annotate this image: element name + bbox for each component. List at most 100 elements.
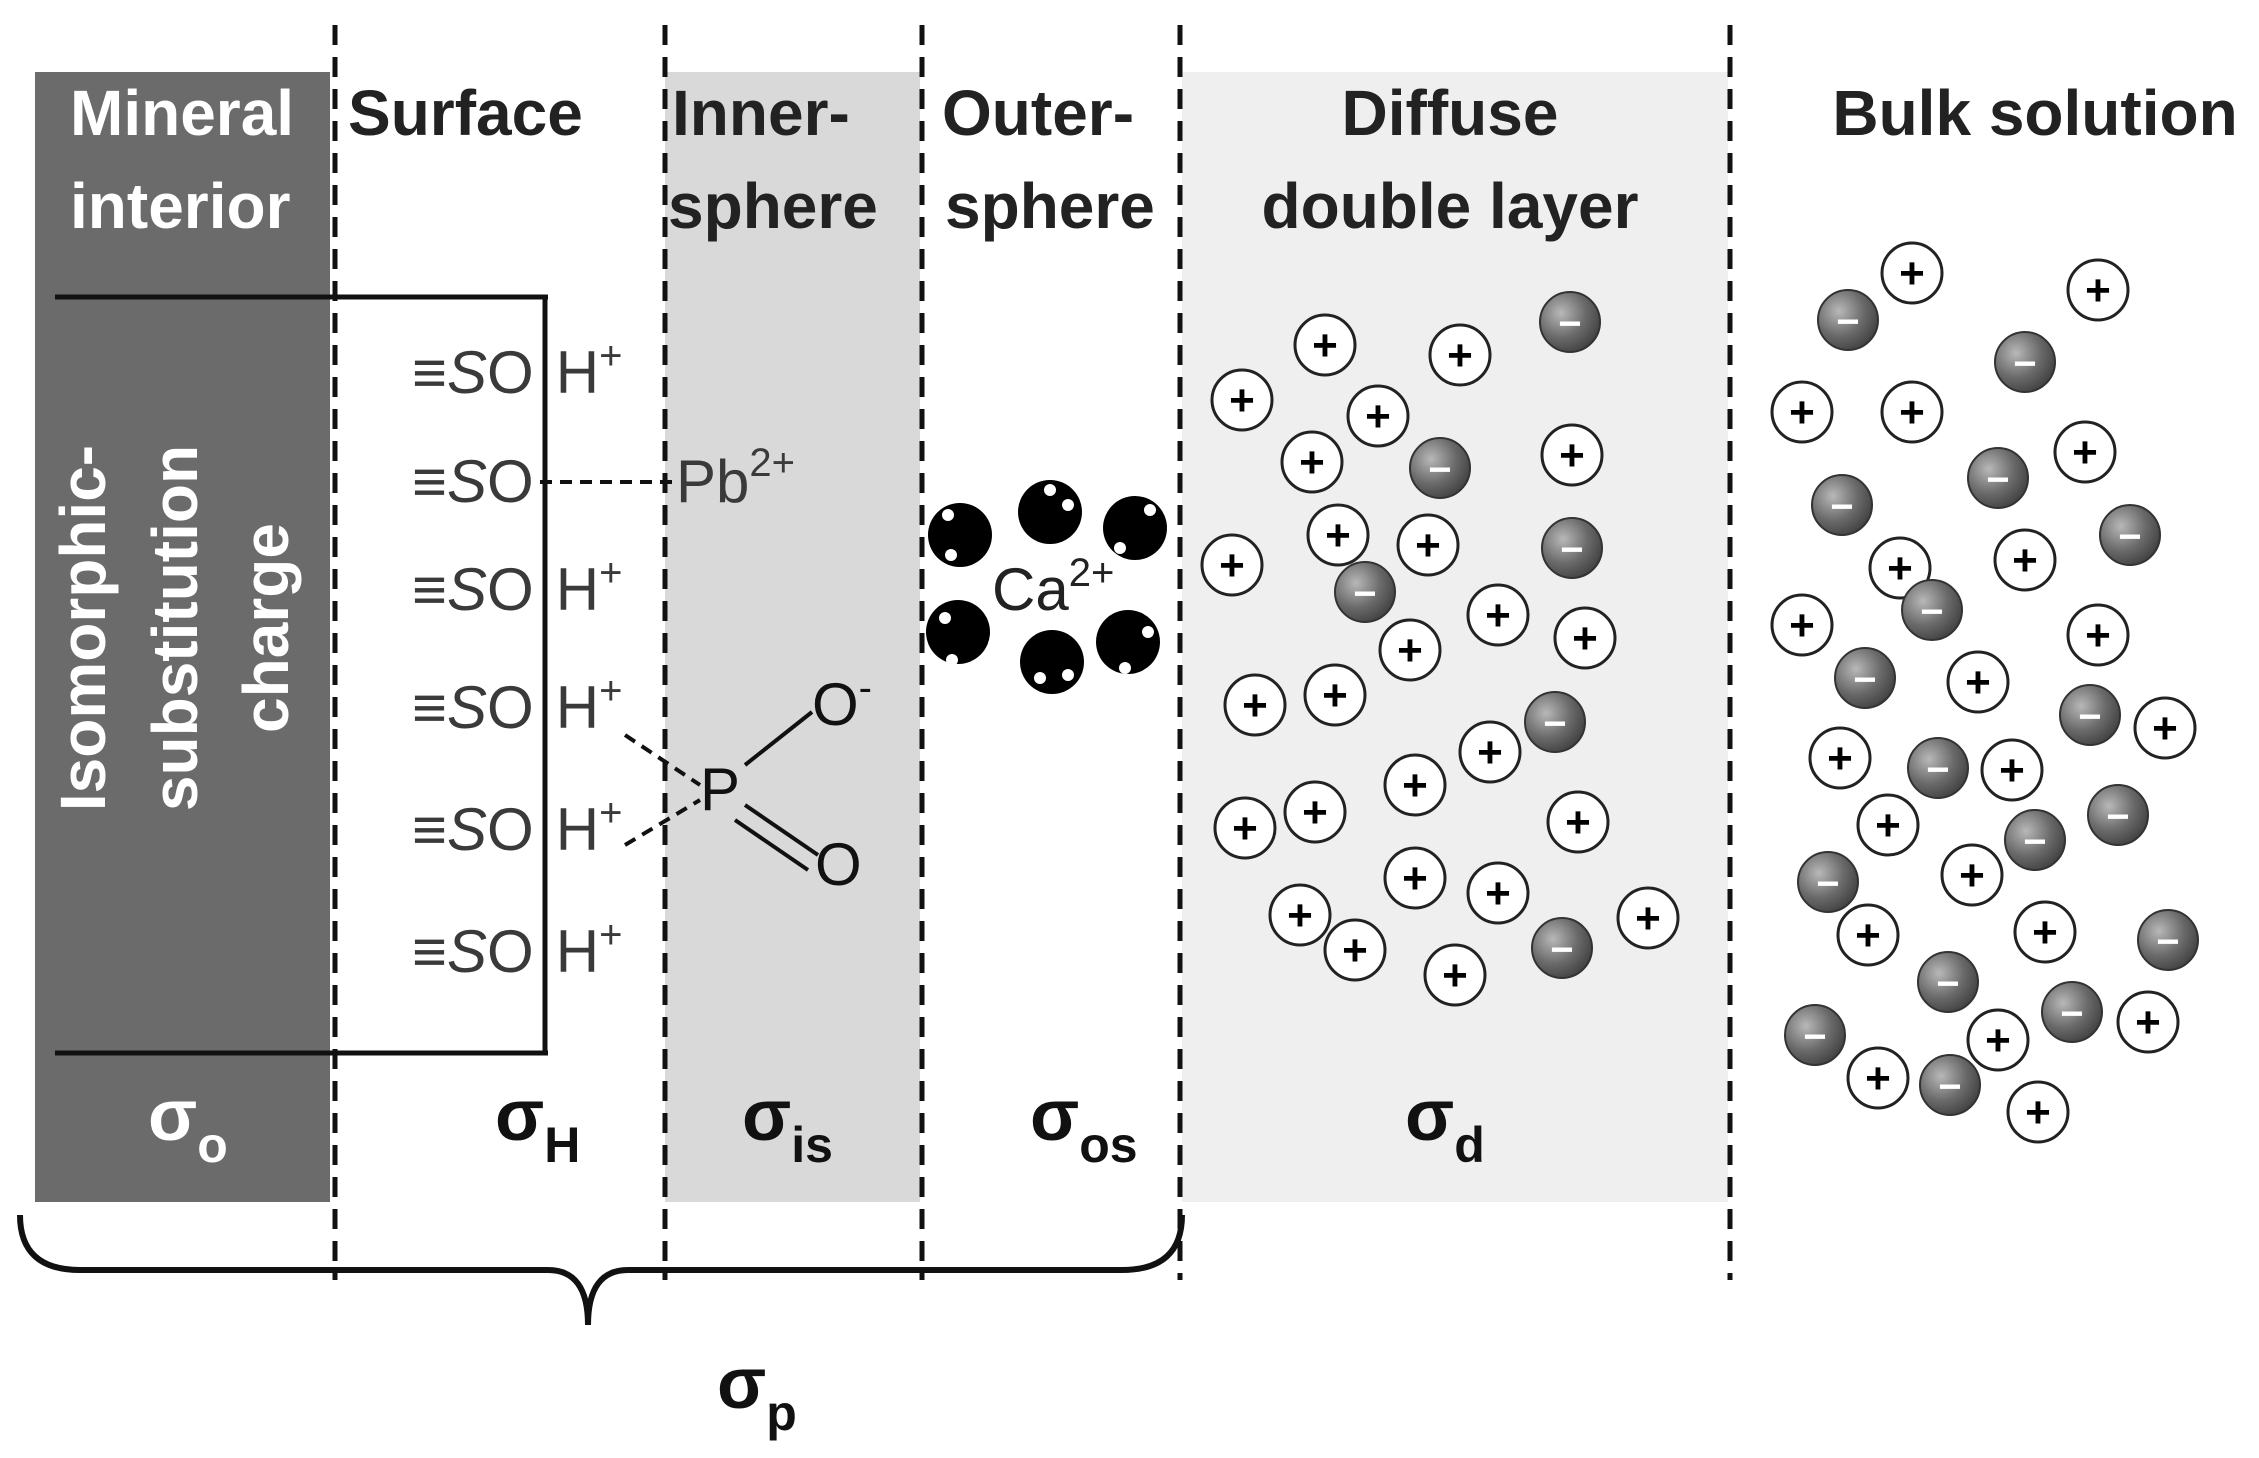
cation-sign: +: [1875, 801, 1901, 850]
header-outer-line2: sphere: [945, 170, 1155, 242]
lead-complex: Pb2+: [540, 441, 795, 515]
header-diffuse-line1: Diffuse: [1342, 77, 1559, 149]
cation: +: [1540, 423, 1604, 487]
cation-sign: +: [2012, 536, 2038, 585]
mineral-interior-band: [35, 72, 330, 1202]
cation: +: [2053, 420, 2117, 484]
cation-sign: +: [1242, 681, 1268, 730]
anion-sign: −: [2013, 342, 2036, 386]
cation: +: [1466, 583, 1530, 647]
header-mineral-line1: Mineral: [70, 77, 294, 149]
surface-box: [55, 294, 548, 1056]
header-surface: Surface: [348, 77, 583, 149]
anion-sign: −: [2060, 992, 2083, 1036]
cation-sign: +: [1397, 626, 1423, 675]
cation-sign: +: [1985, 1016, 2011, 1065]
sigma-o: σo: [148, 1076, 228, 1173]
inner-sphere-band: [665, 72, 920, 1202]
cation-sign: +: [1229, 376, 1255, 425]
anion-sign: −: [1543, 702, 1566, 746]
anion: −: [1334, 561, 1396, 623]
cation-sign: +: [2085, 611, 2111, 660]
sigma-h: σH: [495, 1076, 580, 1173]
cation: +: [1383, 753, 1447, 817]
cation-sign: +: [1232, 804, 1258, 853]
cation: +: [2066, 258, 2130, 322]
anion-sign: −: [1926, 748, 1949, 792]
anion: −: [1917, 951, 1979, 1013]
water-molecule: [1103, 496, 1167, 560]
cation-sign: +: [1302, 788, 1328, 837]
cation-sign: +: [1559, 431, 1585, 480]
cation: +: [1868, 536, 1932, 600]
cation: +: [2066, 603, 2130, 667]
anion-sign: −: [1558, 302, 1581, 346]
isomorphic-line1: Isomorphic-: [47, 445, 119, 811]
isomorphic-line3: charge: [230, 523, 302, 733]
cation-sign: +: [1442, 951, 1468, 1000]
anion: −: [1994, 331, 2056, 393]
cation-sign: +: [1965, 658, 1991, 707]
cation-sign: +: [1565, 798, 1591, 847]
sigma-is: σis: [742, 1076, 833, 1173]
header-bulk: Bulk solution: [1832, 77, 2237, 149]
cation: +: [1880, 380, 1944, 444]
cation: +: [1378, 618, 1442, 682]
cation-sign: +: [1865, 1054, 1891, 1103]
cation-sign: +: [1635, 894, 1661, 943]
bulk-solution-ions: ++−−+++−−−+++−+−+−++−++−−+−++−−−++−+−+: [1770, 241, 2199, 1144]
cation-sign: +: [1899, 388, 1925, 437]
cation: +: [1940, 843, 2004, 907]
cation: +: [1213, 796, 1277, 860]
cation: +: [1946, 650, 2010, 714]
phosphorus-atom: P: [700, 756, 740, 823]
anion-sign: −: [2106, 795, 2129, 839]
cation: +: [1546, 790, 1610, 854]
header-diffuse-line2: double layer: [1262, 170, 1639, 242]
cation: +: [1423, 943, 1487, 1007]
anion-sign: −: [1938, 1065, 1961, 1109]
cation-sign: +: [2152, 704, 2178, 753]
cation-sign: +: [1322, 671, 1348, 720]
anion: −: [1811, 474, 1873, 536]
sigma-d: σd: [1405, 1076, 1485, 1173]
cation: +: [2013, 900, 2077, 964]
curly-brace: [17, 1214, 1185, 1326]
anion-sign: −: [1920, 590, 1943, 634]
anion: −: [1784, 1004, 1846, 1066]
anion-sign: −: [1428, 448, 1451, 492]
header-mineral-line2: interior: [70, 170, 290, 242]
cation-sign: +: [1485, 591, 1511, 640]
cation: +: [1836, 903, 1900, 967]
anion: −: [1539, 291, 1601, 353]
anion: −: [2059, 684, 2121, 746]
anion-sign: −: [2078, 695, 2101, 739]
cation: +: [1993, 528, 2057, 592]
cation-sign: +: [1287, 891, 1313, 940]
cation-sign: +: [1365, 392, 1391, 441]
cation-sign: +: [1572, 614, 1598, 663]
cation: +: [1383, 846, 1447, 910]
cation-sign: +: [2032, 908, 2058, 957]
cation: +: [2133, 696, 2197, 760]
anion-sign: −: [1353, 572, 1376, 616]
cation: +: [1880, 241, 1944, 305]
header-inner-line2: sphere: [668, 170, 878, 242]
cation-sign: +: [1219, 541, 1245, 590]
anion: −: [1901, 579, 1963, 641]
anion-sign: −: [2023, 820, 2046, 864]
water-molecule: [1018, 480, 1082, 544]
cation-sign: +: [2072, 428, 2098, 477]
cation-sign: +: [1485, 869, 1511, 918]
cation-sign: +: [2085, 266, 2111, 315]
anion: −: [1797, 851, 1859, 913]
anion-sign: −: [1830, 485, 1853, 529]
oxygen-single: O-: [812, 666, 872, 738]
diffuse-layer-ions: ++−+++−+++−+−+++++−+++++++++−++: [1200, 291, 1680, 1007]
anion: −: [2137, 909, 2199, 971]
cation-sign: +: [1999, 746, 2025, 795]
